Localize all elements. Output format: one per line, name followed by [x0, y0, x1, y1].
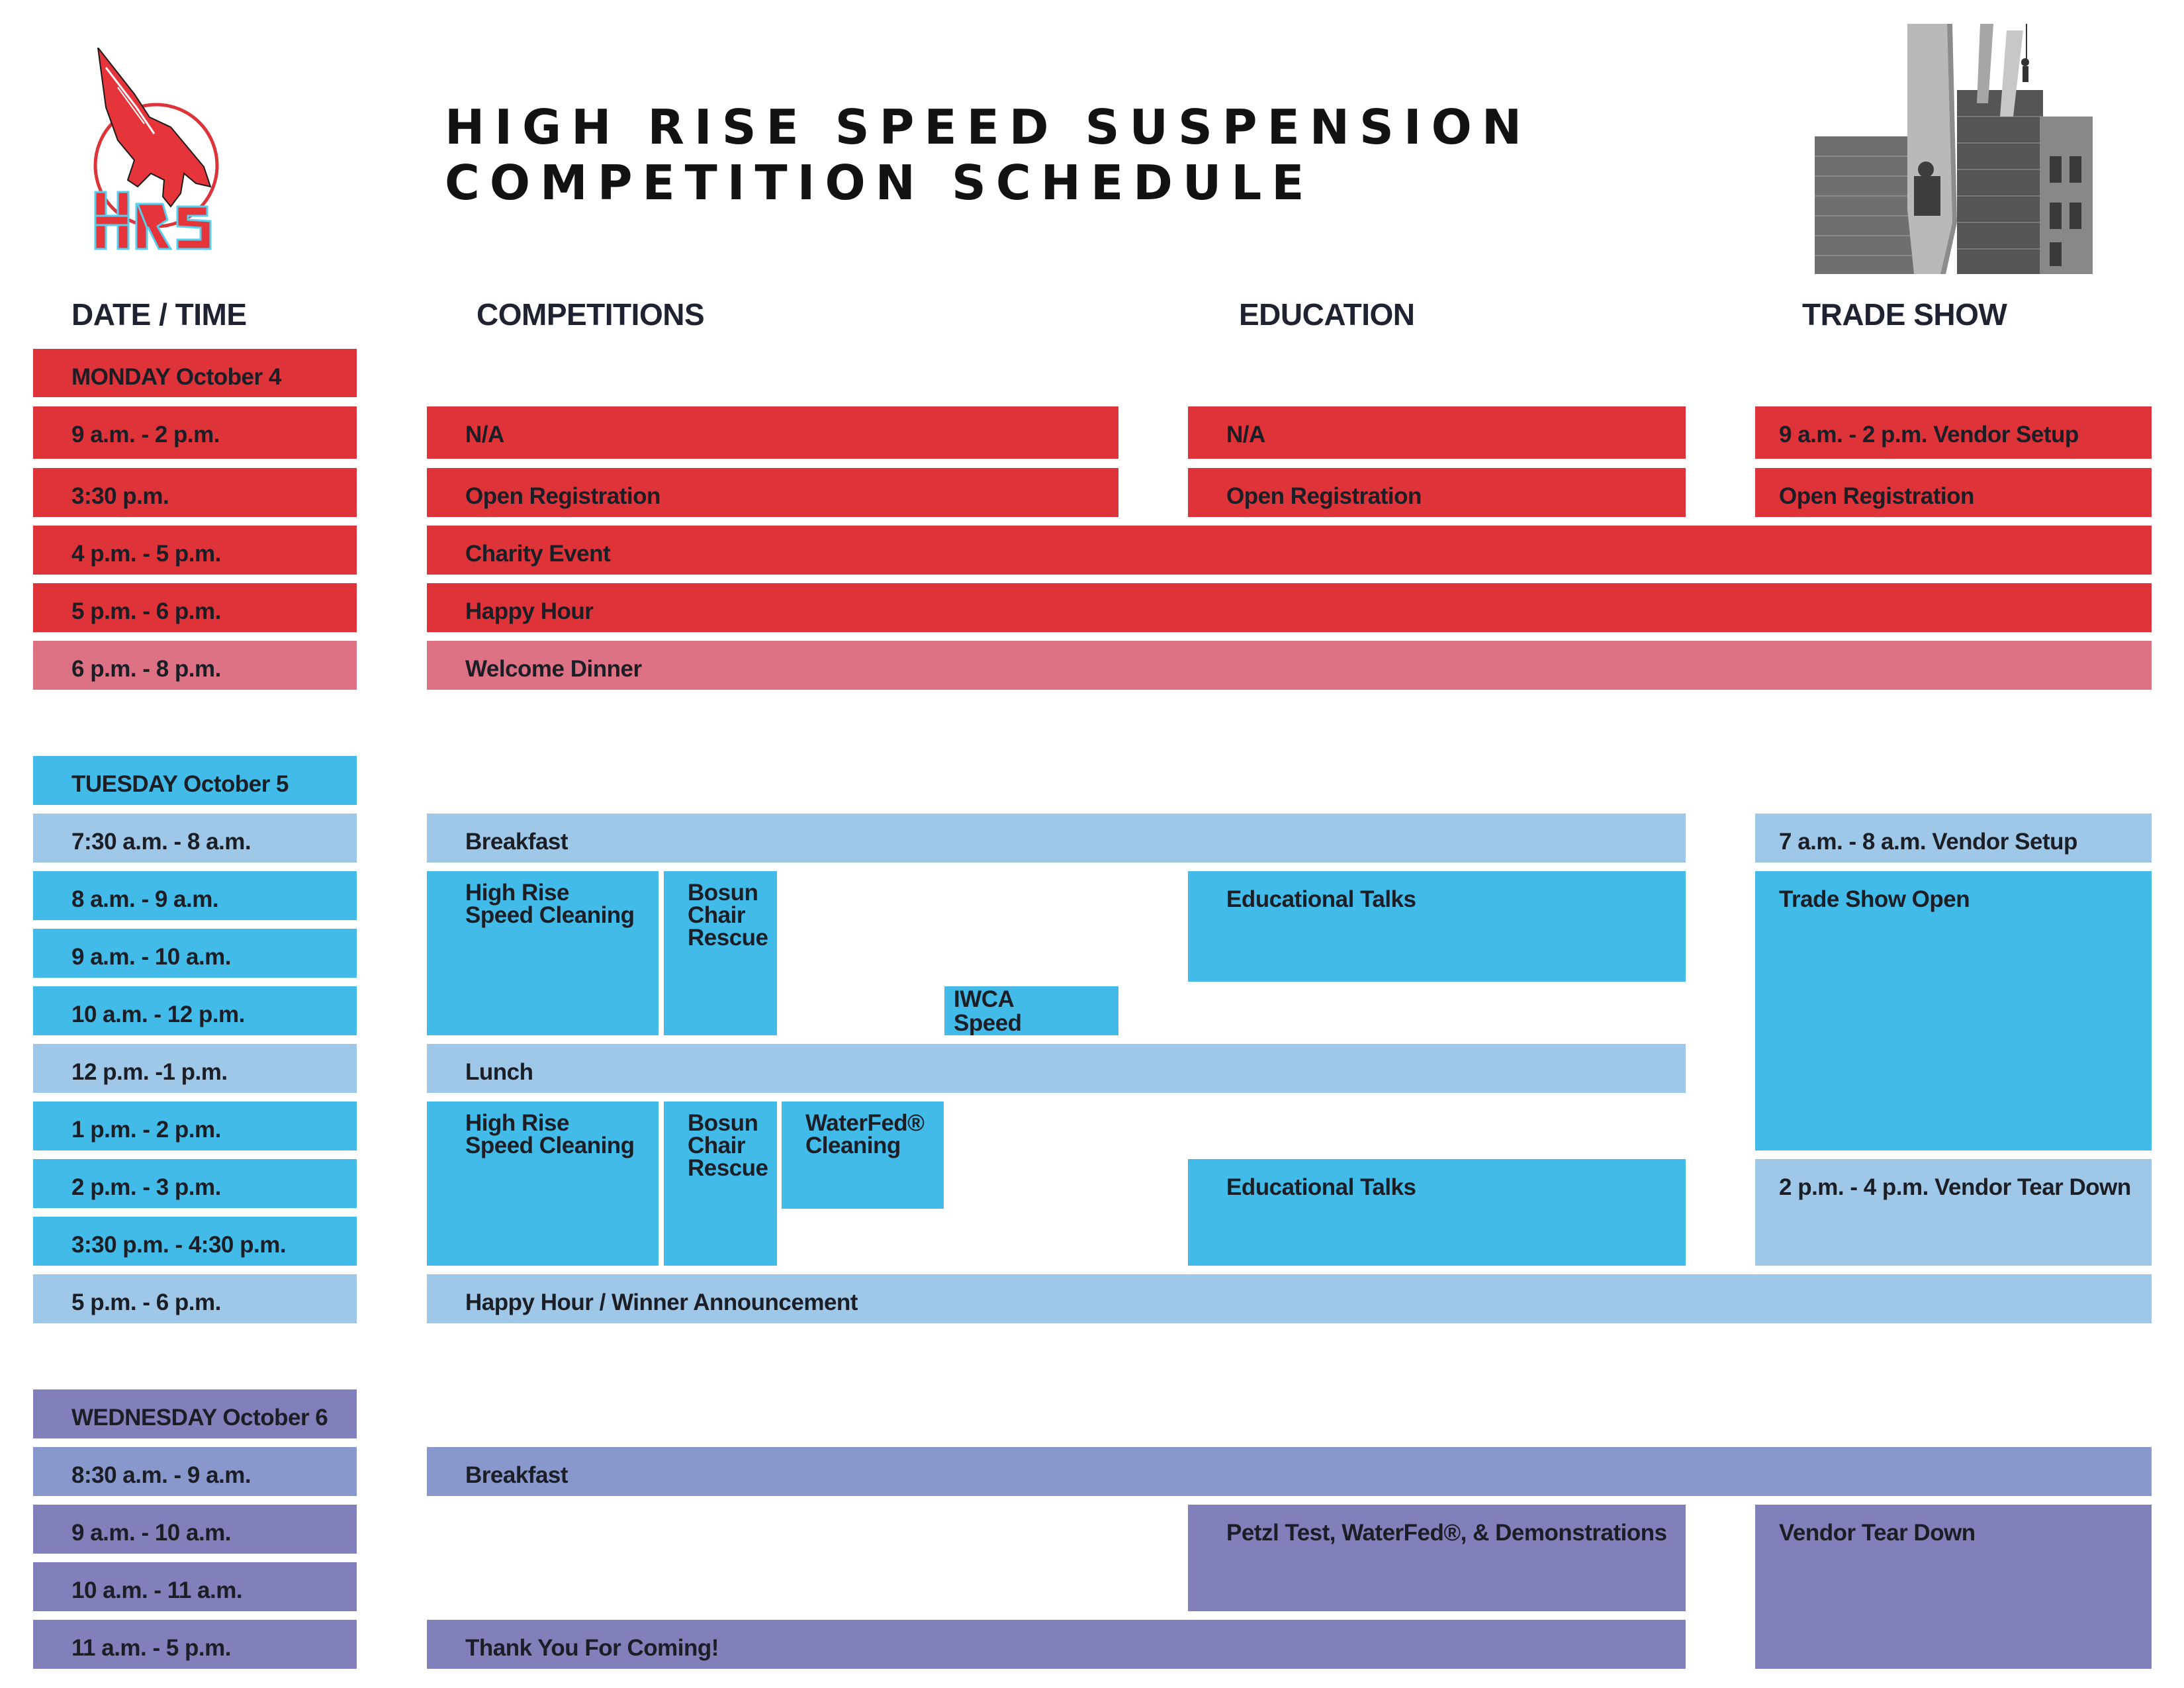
bosun-chair-rescue-event: Bosun Chair Rescue: [664, 1102, 777, 1266]
all-tracks-event: Charity Event: [427, 526, 2152, 575]
vendor-setup-event: 7 a.m. - 8 a.m. Vendor Setup: [1755, 814, 2152, 863]
competitions-event: Open Registration: [427, 468, 1118, 517]
thank-you-event: Thank You For Coming!: [427, 1620, 1686, 1669]
time-slot: 3:30 p.m. - 4:30 p.m.: [33, 1217, 357, 1266]
demonstrations-event: Petzl Test, WaterFed®, & Demonstrations: [1188, 1505, 1686, 1611]
time-slot: 2 p.m. - 3 p.m.: [33, 1159, 357, 1208]
time-slot: 11 a.m. - 5 p.m.: [33, 1620, 357, 1669]
page-title: HIGH RISE SPEED SUSPENSION COMPETITION S…: [445, 99, 1735, 211]
competitions-event: N/A: [427, 406, 1118, 459]
time-slot: 9 a.m. - 10 a.m.: [33, 1505, 357, 1554]
happy-hour-event: Happy Hour / Winner Announcement: [427, 1274, 2152, 1323]
time-slot: 3:30 p.m.: [33, 468, 357, 517]
time-slot: 10 a.m. - 11 a.m.: [33, 1562, 357, 1611]
hawk-logo-icon: [93, 48, 219, 250]
column-heading-trade-show: TRADE SHOW: [1802, 297, 2007, 332]
time-slot: 9 a.m. - 10 a.m.: [33, 929, 357, 978]
educational-talks-event: Educational Talks: [1188, 1159, 1686, 1266]
time-slot: 1 p.m. - 2 p.m.: [33, 1102, 357, 1150]
day-label-wednesday: WEDNESDAY October 6: [33, 1389, 357, 1438]
day-label-tuesday: TUESDAY October 5: [33, 756, 357, 805]
column-heading-competitions: COMPETITIONS: [477, 297, 705, 332]
all-tracks-event: Welcome Dinner: [427, 641, 2152, 690]
speed-cleaning-event: High Rise Speed Cleaning: [427, 1102, 659, 1266]
building-suspension-photo-icon: [1815, 24, 2093, 274]
iwca-speed-cleaning-event: IWCA Speed Cleaning: [944, 986, 1118, 1035]
vendor-tear-down-event: 2 p.m. - 4 p.m. Vendor Tear Down: [1755, 1159, 2152, 1266]
title-line-2: COMPETITION SCHEDULE: [445, 155, 1314, 211]
time-slot: 8:30 a.m. - 9 a.m.: [33, 1447, 357, 1496]
time-slot: 12 p.m. -1 p.m.: [33, 1044, 357, 1093]
time-slot: 10 a.m. - 12 p.m.: [33, 986, 357, 1035]
speed-cleaning-event: High Rise Speed Cleaning: [427, 871, 659, 1035]
column-heading-date-time: DATE / TIME: [71, 297, 247, 332]
lunch-event: Lunch: [427, 1044, 1686, 1093]
time-slot: 8 a.m. - 9 a.m.: [33, 871, 357, 920]
trade-show-event: 9 a.m. - 2 p.m. Vendor Setup: [1755, 406, 2152, 459]
title-line-1: HIGH RISE SPEED SUSPENSION: [445, 99, 1532, 155]
bosun-chair-rescue-event: Bosun Chair Rescue: [664, 871, 777, 1035]
trade-show-event: Open Registration: [1755, 468, 2152, 517]
education-event: Open Registration: [1188, 468, 1686, 517]
day-label-monday: MONDAY October 4: [33, 349, 357, 397]
vendor-tear-down-event: Vendor Tear Down: [1755, 1505, 2152, 1669]
column-heading-education: EDUCATION: [1239, 297, 1415, 332]
time-slot: 9 a.m. - 2 p.m.: [33, 406, 357, 459]
time-slot: 5 p.m. - 6 p.m.: [33, 1274, 357, 1323]
time-slot: 5 p.m. - 6 p.m.: [33, 583, 357, 632]
time-slot: 6 p.m. - 8 p.m.: [33, 641, 357, 690]
all-tracks-event: Happy Hour: [427, 583, 2152, 632]
waterfed-cleaning-event: WaterFed® Cleaning: [782, 1102, 944, 1209]
time-slot: 4 p.m. - 5 p.m.: [33, 526, 357, 575]
breakfast-event: Breakfast: [427, 814, 1686, 863]
breakfast-event: Breakfast: [427, 1447, 2152, 1496]
trade-show-open-event: Trade Show Open: [1755, 871, 2152, 1150]
time-slot: 7:30 a.m. - 8 a.m.: [33, 814, 357, 863]
education-event: N/A: [1188, 406, 1686, 459]
educational-talks-event: Educational Talks: [1188, 871, 1686, 982]
